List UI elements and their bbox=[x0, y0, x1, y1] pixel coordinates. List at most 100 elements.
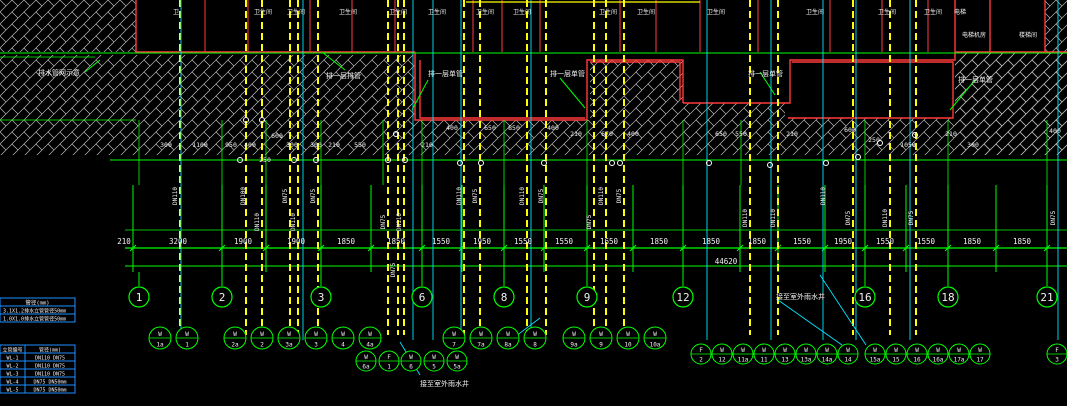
riser-tag-top: W bbox=[158, 331, 162, 338]
riser-row1-W7[interactable]: W7 bbox=[442, 326, 466, 350]
dim-slash-16 bbox=[902, 244, 910, 252]
riser-row3-W11[interactable]: W11 bbox=[753, 343, 775, 365]
pipe-tag-17: DN110 bbox=[770, 209, 777, 227]
table1-row-1: 1.0X1.0排水立管管径50mm bbox=[3, 316, 66, 323]
riser-row1-W1[interactable]: W1 bbox=[175, 326, 199, 350]
riser-tag-bottom: 7a bbox=[477, 342, 485, 349]
table2-cell-4-0: WL-5 bbox=[6, 388, 18, 394]
riser-tag-bottom: 10a bbox=[650, 342, 661, 349]
riser-row2-F1[interactable]: F1 bbox=[378, 350, 400, 372]
riser-tags[interactable]: W1aW1W2aW2W3aW3W4W4aW7W7aW8aW8W9aW9W10W1… bbox=[148, 326, 1067, 372]
pipe-tag-18: DN110 bbox=[820, 187, 827, 205]
annotation-3: 排一层单管 bbox=[550, 69, 585, 78]
hatch-left bbox=[0, 0, 136, 52]
dim-slash-11 bbox=[679, 244, 687, 252]
core-room bbox=[955, 0, 1045, 52]
upper-dim-5: 250 bbox=[259, 156, 271, 164]
riser-row1-W2a[interactable]: W2a bbox=[223, 326, 247, 350]
riser-tag-top: W bbox=[341, 331, 345, 338]
riser-row3-W14[interactable]: W14 bbox=[837, 343, 859, 365]
riser-row2-W5a[interactable]: W5a bbox=[446, 350, 468, 372]
axis-18: 18 bbox=[937, 286, 959, 308]
riser-tag-top: W bbox=[260, 331, 264, 338]
pipe-tag-16: DN110 bbox=[742, 209, 749, 227]
main-dim-12: 1850 bbox=[702, 237, 721, 246]
pipe-tag-6: DN75 bbox=[380, 214, 387, 229]
riser-dot-17 bbox=[237, 157, 243, 163]
room-label-11: 卫生间 bbox=[806, 8, 824, 16]
dim-slash-1 bbox=[218, 244, 226, 252]
riser-dot-5 bbox=[457, 160, 463, 166]
riser-tag-bottom: 6a bbox=[362, 364, 370, 371]
riser-row1-W4a[interactable]: W 4a bbox=[358, 326, 382, 350]
riser-row1-W9a[interactable]: W9a bbox=[562, 326, 586, 350]
pipe-tag-0: DN110 bbox=[172, 187, 179, 205]
main-dim-2: 1900 bbox=[234, 237, 253, 246]
riser-row1-W10[interactable]: W10 bbox=[616, 326, 640, 350]
riser-row1-W8[interactable]: W8 bbox=[523, 326, 547, 350]
riser-dot-12 bbox=[855, 154, 861, 160]
riser-row2-W5[interactable]: W5 bbox=[423, 350, 445, 372]
axis-bubble bbox=[672, 286, 694, 308]
riser-row3-F3[interactable]: F3 bbox=[1046, 343, 1067, 365]
dim-slash-17 bbox=[944, 244, 952, 252]
leader-5 bbox=[84, 59, 101, 73]
riser-row3-W17[interactable]: W17 bbox=[969, 343, 991, 365]
riser-tag-bottom: 11a bbox=[738, 357, 749, 364]
riser-row1-W2[interactable]: W2 bbox=[250, 326, 274, 350]
riser-tag-bottom: 7 bbox=[452, 342, 456, 349]
riser-row2-W6a[interactable]: W6a bbox=[355, 350, 377, 372]
upper-dim-25: 300 bbox=[967, 141, 979, 149]
main-dim-10: 1650 bbox=[600, 237, 619, 246]
riser-tag-top: W bbox=[368, 331, 372, 338]
axis-bubble bbox=[128, 286, 150, 308]
riser-tag-top: F bbox=[387, 354, 391, 361]
room-label-3: 卫生间 bbox=[339, 8, 357, 16]
riser-tag-bottom: 3a bbox=[285, 342, 293, 349]
riser-row3-W16[interactable]: W16 bbox=[906, 343, 928, 365]
riser-row1-W3[interactable]: W3 bbox=[304, 326, 328, 350]
table2-cell-1-1: DN110 DN75 bbox=[35, 364, 65, 370]
riser-row1-W8a[interactable]: W8a bbox=[496, 326, 520, 350]
pipes bbox=[179, 0, 1059, 376]
upper-dim-0: 300 bbox=[160, 141, 172, 149]
riser-row1-W3a[interactable]: W3a bbox=[277, 326, 301, 350]
table2-header-1: 管径(mm) bbox=[39, 347, 61, 354]
riser-row1-W7a[interactable]: W7a bbox=[469, 326, 493, 350]
wall-1 bbox=[414, 52, 684, 121]
riser-row3-W12[interactable]: W12 bbox=[711, 343, 733, 365]
riser-tag-bottom: 4a bbox=[366, 342, 374, 349]
pipe-tag-13: DN75 bbox=[586, 214, 593, 229]
riser-dot-4 bbox=[385, 157, 391, 163]
riser-row1-W9[interactable]: W9 bbox=[589, 326, 613, 350]
main-dim-7: 1950 bbox=[473, 237, 492, 246]
upper-dim-9: 550 bbox=[354, 141, 366, 149]
riser-row1-W4[interactable]: W4 bbox=[331, 326, 355, 350]
riser-dot-14 bbox=[912, 132, 918, 138]
riser-dot-13 bbox=[877, 140, 883, 146]
table2-cell-0-0: WL-1 bbox=[6, 356, 18, 362]
riser-row2-W6[interactable]: W6 bbox=[400, 350, 422, 372]
main-dim-13: 1850 bbox=[748, 237, 767, 246]
riser-dot-0 bbox=[243, 117, 249, 123]
axis-21: 21 bbox=[1036, 286, 1058, 308]
table2-header-0: 立管编号 bbox=[2, 347, 22, 354]
riser-row3-W15[interactable]: W15 bbox=[885, 343, 907, 365]
riser-row3-F2[interactable]: F2 bbox=[690, 343, 712, 365]
riser-tag-top: F bbox=[1055, 347, 1059, 354]
riser-tag-bottom: 9a bbox=[570, 342, 578, 349]
riser-dot-9 bbox=[617, 160, 623, 166]
dim-slash-12 bbox=[736, 244, 744, 252]
riser-row1-W1a[interactable]: W1a bbox=[148, 326, 172, 350]
wall-2 bbox=[683, 0, 956, 104]
table1-frame bbox=[0, 297, 76, 323]
riser-row3-W13[interactable]: W13 bbox=[774, 343, 796, 365]
